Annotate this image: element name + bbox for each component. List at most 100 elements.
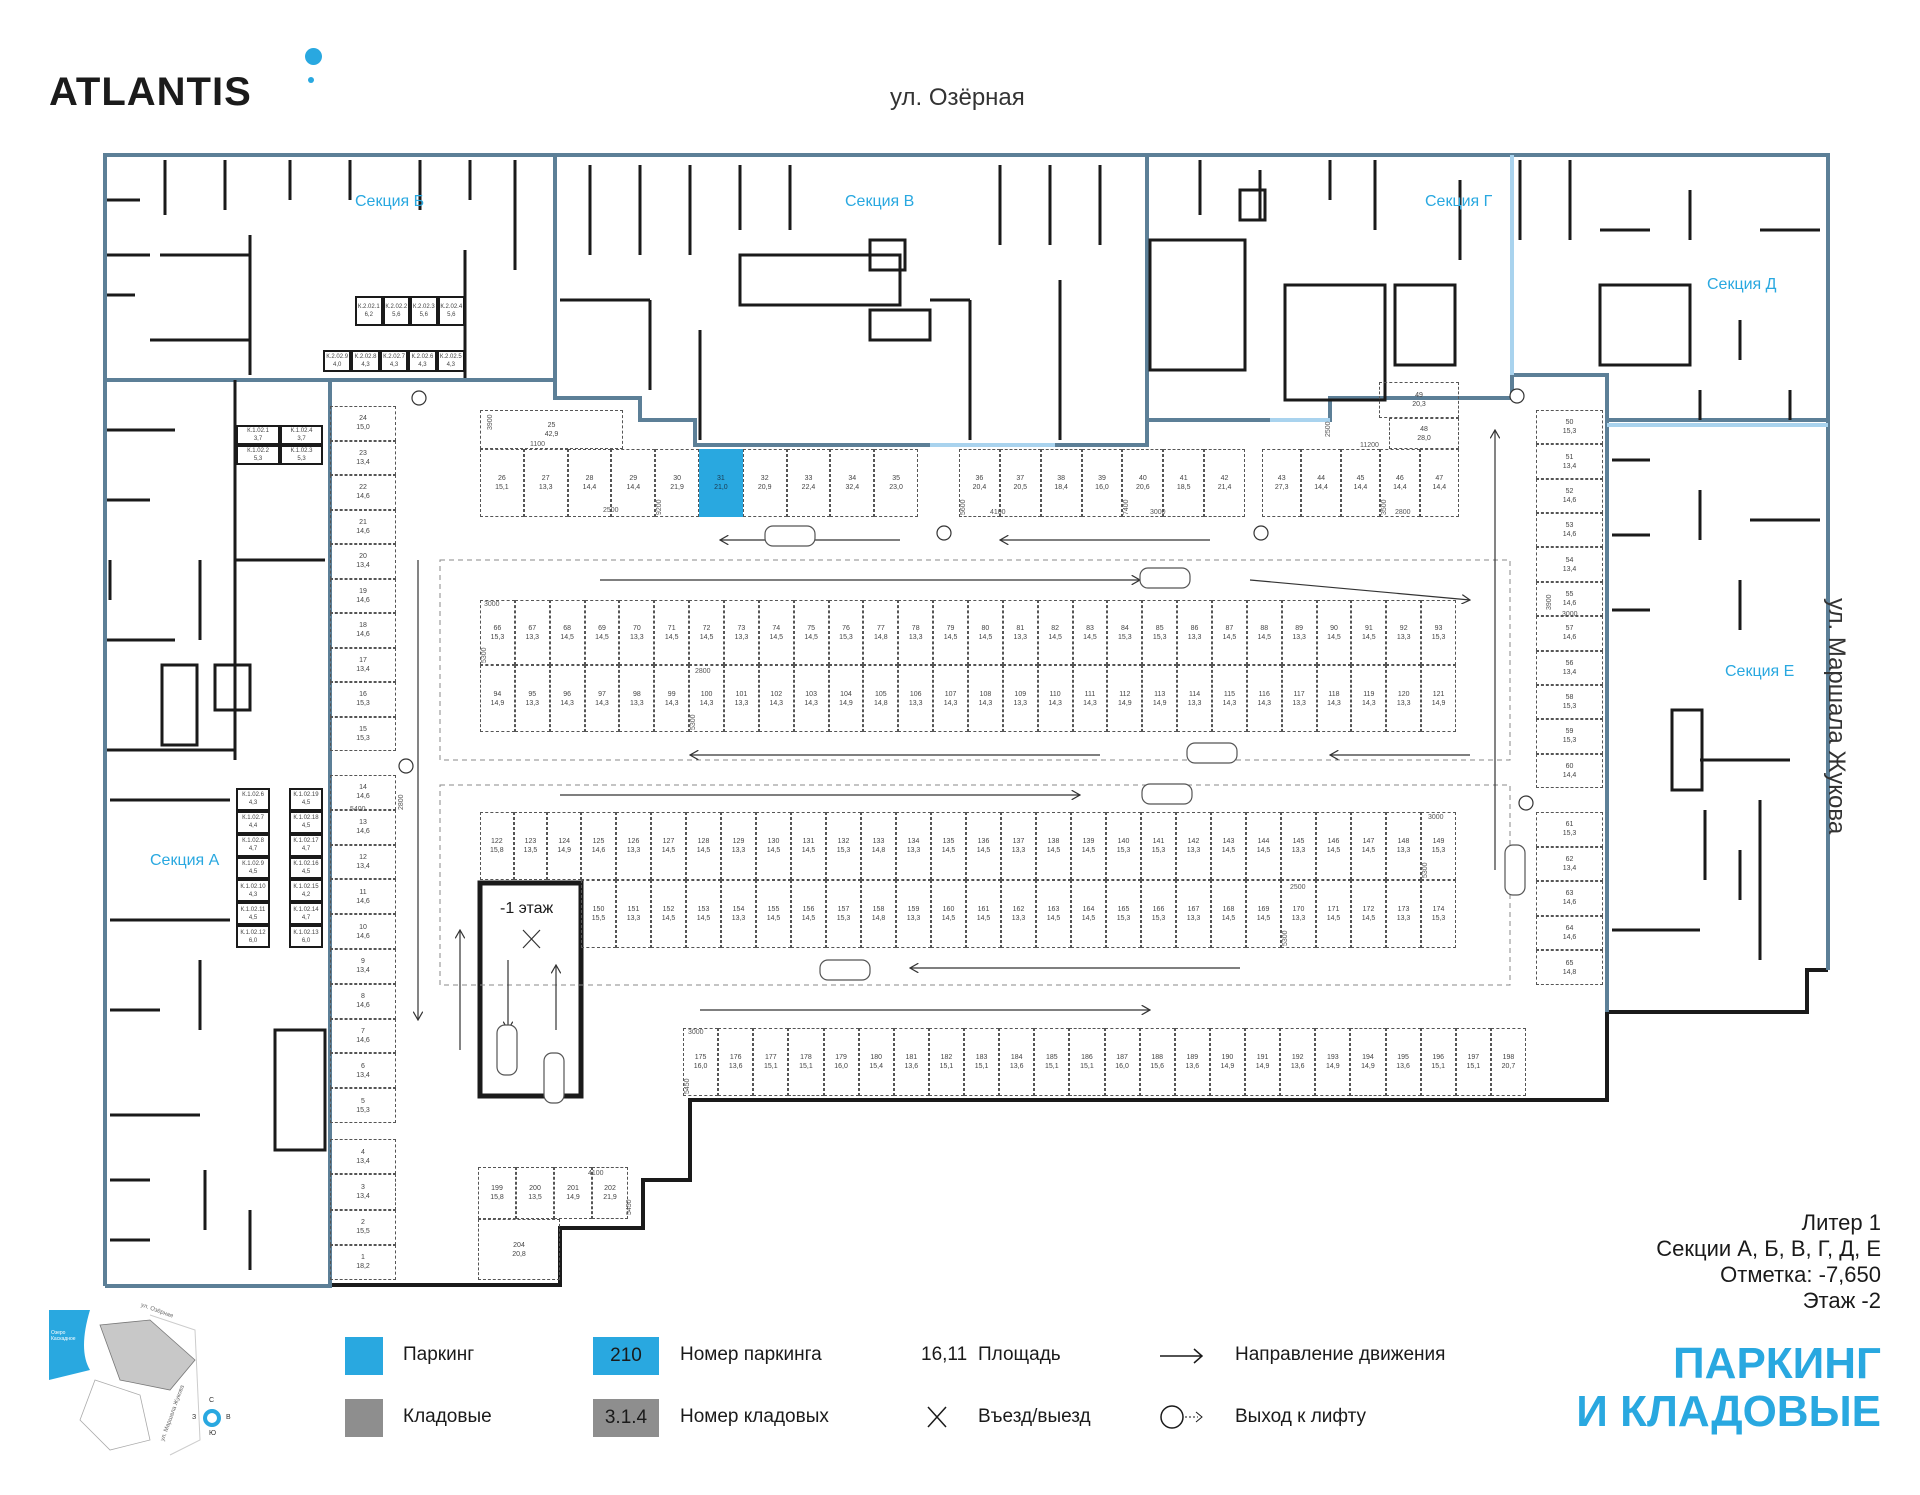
parking-spot[interactable]: 714,6 (330, 1018, 396, 1054)
parking-spot[interactable]: 6014,4 (1536, 753, 1603, 788)
parking-spot[interactable]: 14915,3 (1421, 812, 1456, 880)
parking-spot[interactable]: 19820,7 (1490, 1028, 1526, 1096)
parking-spot[interactable]: 11814,3 (1316, 665, 1352, 732)
parking-spot[interactable]: 4714,4 (1419, 449, 1459, 517)
parking-spot[interactable]: 2013,4 (330, 544, 396, 579)
parking-spot[interactable]: 9813,3 (619, 665, 655, 732)
parking-spot[interactable]: 1414,6 (330, 775, 396, 810)
parking-spot[interactable]: 10414,9 (828, 665, 864, 732)
parking-spot[interactable]: 19213,6 (1280, 1028, 1316, 1096)
parking-spot[interactable]: 3322,4 (786, 449, 831, 517)
parking-spot[interactable]: 11514,3 (1212, 665, 1247, 732)
parking-spot[interactable]: 18113,6 (893, 1028, 929, 1096)
parking-spot[interactable]: 4414,4 (1301, 449, 1341, 517)
parking-spot[interactable]: 19915,8 (478, 1167, 516, 1219)
parking-spot[interactable]: 15214,5 (651, 880, 686, 948)
parking-spot[interactable]: 17415,3 (1421, 880, 1456, 948)
parking-spot[interactable]: 6115,3 (1536, 812, 1603, 847)
parking-spot[interactable]: 20114,9 (554, 1167, 592, 1219)
parking-spot[interactable]: 17613,6 (718, 1028, 754, 1096)
parking-spot[interactable]: 12313,5 (513, 812, 548, 880)
parking-spot[interactable]: 7214,5 (689, 600, 724, 665)
parking-spot[interactable]: 9513,3 (514, 665, 550, 732)
parking-spot[interactable]: 13014,5 (756, 812, 791, 880)
parking-spot[interactable]: 8515,3 (1142, 600, 1178, 665)
parking-spot[interactable]: 10014,3 (689, 665, 724, 732)
parking-spot[interactable]: 14614,5 (1316, 812, 1351, 880)
parking-spot[interactable]: 3720,5 (999, 449, 1041, 517)
parking-spot[interactable]: 7615,3 (828, 600, 864, 665)
parking-spot[interactable]: 17114,5 (1316, 880, 1351, 948)
parking-spot[interactable]: 9213,3 (1386, 600, 1422, 665)
parking-spot[interactable]: 12613,3 (616, 812, 651, 880)
parking-spot[interactable]: 2415,0 (330, 406, 396, 441)
parking-spot[interactable]: 14314,5 (1211, 812, 1246, 880)
parking-spot[interactable]: 4221,4 (1204, 449, 1245, 517)
parking-spot[interactable]: 7114,5 (654, 600, 690, 665)
parking-spot[interactable]: 3620,4 (959, 449, 1000, 517)
parking-spot[interactable]: 17313,3 (1386, 880, 1421, 948)
parking-spot[interactable]: 16914,5 (1246, 880, 1281, 948)
parking-spot[interactable]: 12215,8 (480, 812, 514, 880)
parking-spot[interactable]: 13413,3 (896, 812, 931, 880)
parking-spot[interactable]: 5413,4 (1536, 547, 1603, 582)
parking-spot[interactable]: 19715,1 (1455, 1028, 1491, 1096)
parking-spot[interactable]: 3818,4 (1040, 449, 1082, 517)
parking-spot[interactable]: 2914,4 (611, 449, 656, 517)
parking-spot[interactable]: 1814,6 (330, 613, 396, 648)
parking-spot[interactable]: 13514,5 (931, 812, 966, 880)
parking-spot[interactable]: 19513,6 (1385, 1028, 1421, 1096)
parking-spot[interactable]: 5514,6 (1536, 581, 1603, 617)
parking-spot[interactable]: 2114,6 (330, 509, 396, 544)
parking-spot[interactable]: 20013,5 (516, 1167, 554, 1219)
parking-spot[interactable]: 14213,3 (1176, 812, 1211, 880)
parking-spot[interactable]: 9914,3 (654, 665, 690, 732)
parking-spot[interactable]: 14813,3 (1386, 812, 1421, 880)
parking-spot[interactable]: 8214,5 (1037, 600, 1073, 665)
parking-spot[interactable]: 7313,3 (724, 600, 759, 665)
parking-spot[interactable]: 12714,5 (651, 812, 686, 880)
parking-spot[interactable]: 6514,8 (1536, 950, 1603, 985)
parking-spot[interactable]: 11214,9 (1107, 665, 1143, 732)
parking-spot[interactable]: 12114,9 (1421, 665, 1456, 732)
parking-spot[interactable]: 313,4 (330, 1174, 396, 1210)
parking-spot[interactable]: 7013,3 (619, 600, 655, 665)
parking-spot[interactable]: 4920,3 (1379, 382, 1459, 418)
parking-spot[interactable]: 8613,3 (1177, 600, 1212, 665)
parking-spot[interactable]: 15514,5 (756, 880, 791, 948)
parking-spot[interactable]: 5613,4 (1536, 650, 1603, 685)
parking-spot[interactable]: 20420,8 (478, 1219, 560, 1280)
parking-spot[interactable]: 1515,3 (330, 716, 396, 751)
parking-spot[interactable]: 5015,3 (1536, 410, 1603, 445)
parking-spot[interactable]: 2313,4 (330, 440, 396, 475)
parking-spot[interactable]: 7914,5 (933, 600, 968, 665)
parking-spot[interactable]: 13314,8 (861, 812, 896, 880)
parking-spot[interactable]: 18913,6 (1174, 1028, 1210, 1096)
parking-spot[interactable]: 8814,5 (1246, 600, 1282, 665)
parking-spot[interactable]: 18815,6 (1139, 1028, 1175, 1096)
parking-spot[interactable]: 16713,3 (1176, 880, 1211, 948)
parking-spot[interactable]: 18716,0 (1104, 1028, 1140, 1096)
parking-spot[interactable]: 1914,6 (330, 578, 396, 613)
parking-spot[interactable]: 6314,6 (1536, 881, 1603, 916)
parking-spot[interactable]: 5113,4 (1536, 444, 1603, 479)
parking-spot[interactable]: 215,5 (330, 1209, 396, 1245)
parking-spot[interactable]: 13713,3 (1001, 812, 1036, 880)
parking-spot[interactable]: 3916,0 (1081, 449, 1123, 517)
parking-spot[interactable]: 15015,5 (581, 880, 616, 948)
parking-spot[interactable]: 5815,3 (1536, 684, 1603, 720)
parking-spot[interactable]: 2814,4 (567, 449, 612, 517)
parking-spot[interactable]: 8113,3 (1002, 600, 1038, 665)
parking-spot[interactable]: 11413,3 (1177, 665, 1212, 732)
parking-spot[interactable]: 17516,0 (683, 1028, 719, 1096)
parking-spot[interactable]: 3220,9 (742, 449, 787, 517)
parking-spot[interactable]: 14015,3 (1106, 812, 1141, 880)
parking-spot[interactable]: 19414,9 (1350, 1028, 1386, 1096)
parking-spot[interactable]: 10214,3 (758, 665, 794, 732)
parking-spot[interactable]: 16414,5 (1071, 880, 1106, 948)
parking-spot[interactable]: 4514,4 (1340, 449, 1381, 517)
parking-spot[interactable]: 6814,5 (549, 600, 585, 665)
parking-spot[interactable]: 11614,3 (1246, 665, 1282, 732)
parking-spot[interactable]: 13215,3 (826, 812, 861, 880)
parking-spot[interactable]: 10113,3 (724, 665, 759, 732)
